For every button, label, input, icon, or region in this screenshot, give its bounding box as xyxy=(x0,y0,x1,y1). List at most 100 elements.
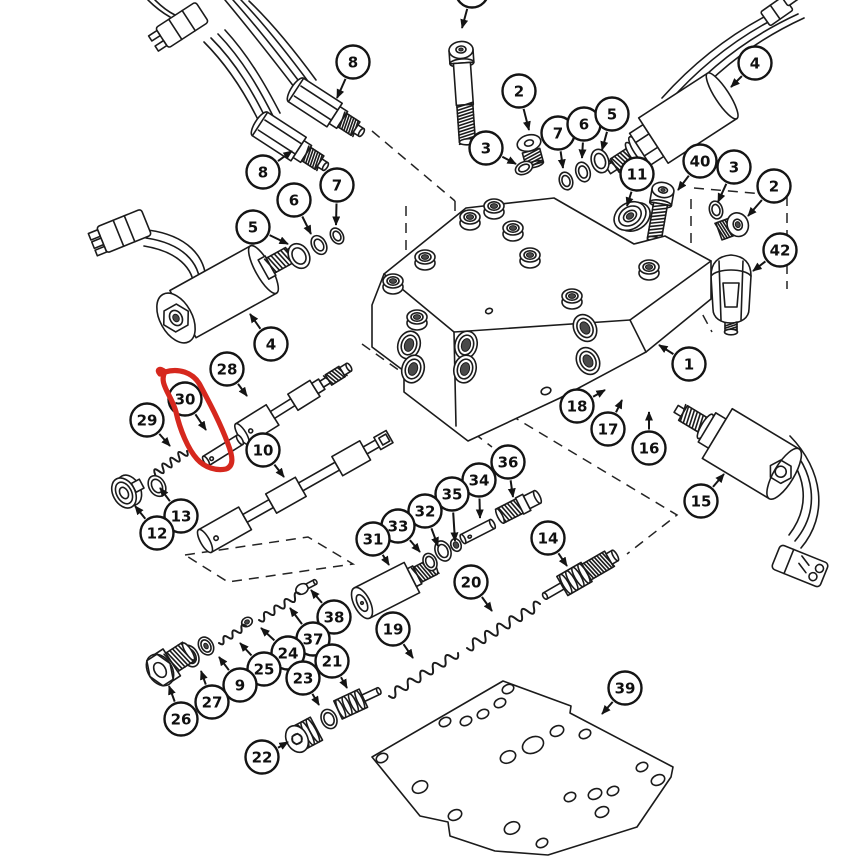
leader-arrow xyxy=(658,344,674,355)
solenoid-4-left xyxy=(156,243,303,344)
callout-16: 16 xyxy=(631,411,667,466)
callout-circle xyxy=(490,444,526,480)
callout-number: 22 xyxy=(252,748,273,766)
callout-number: 14 xyxy=(538,529,559,547)
plate-hole xyxy=(499,749,517,765)
callout-circle xyxy=(139,515,175,551)
leader-arrow xyxy=(239,642,253,657)
callout-number: 5 xyxy=(607,105,617,123)
callout-number: 19 xyxy=(383,620,404,638)
callout-circle xyxy=(285,660,321,696)
callout-9: 9 xyxy=(218,656,258,703)
callout-number: 34 xyxy=(469,471,490,489)
callout-number: 5 xyxy=(248,218,258,236)
callout-circle xyxy=(319,167,355,203)
leader-arrow xyxy=(168,685,176,702)
o-ring-3a xyxy=(514,160,534,176)
callout-number: 29 xyxy=(137,411,158,429)
callout-circle xyxy=(682,143,718,179)
leader-arrow xyxy=(269,234,289,245)
callout-7: 7 xyxy=(540,115,576,169)
callout-number: 23 xyxy=(293,669,314,687)
callout-42: 42 xyxy=(752,232,798,272)
callout-number: 31 xyxy=(363,530,384,548)
callout-number: 12 xyxy=(147,524,168,542)
leader-arrow xyxy=(592,389,606,398)
callout-number: 2 xyxy=(514,82,524,100)
valve-body-boss xyxy=(483,198,505,220)
callout-circle xyxy=(716,149,752,185)
valve-body-boss xyxy=(561,288,583,310)
callout-number: 32 xyxy=(415,502,436,520)
callout-number: 20 xyxy=(461,573,482,591)
o-ring-6b xyxy=(310,234,328,256)
solenoid-15 xyxy=(673,403,803,500)
leader-arrow xyxy=(277,150,293,162)
callout-6: 6 xyxy=(566,106,602,159)
callout-circle xyxy=(453,564,489,600)
o-ring-7a xyxy=(558,171,574,191)
callout-circle xyxy=(456,0,488,9)
callout-number: 36 xyxy=(498,453,519,471)
callout-circle xyxy=(756,168,792,204)
leader-arrow xyxy=(747,199,763,217)
callout-10: 10 xyxy=(245,432,285,478)
leader-arrow xyxy=(409,539,421,553)
callout-circle xyxy=(335,44,371,80)
leader-arrow xyxy=(507,480,516,498)
valve-21 xyxy=(332,686,382,720)
callout-circle xyxy=(530,520,566,556)
callout-8: 8 xyxy=(245,150,293,190)
spring-19 xyxy=(388,652,460,699)
leader-arrow xyxy=(310,589,323,604)
leader-arrow xyxy=(501,155,517,165)
o-ring-3b xyxy=(708,200,724,220)
callout-number: 3 xyxy=(729,158,739,176)
plate-hole xyxy=(578,728,592,740)
callout-circle xyxy=(375,611,411,647)
callout-5: 5 xyxy=(235,209,289,245)
callout-number: 10 xyxy=(253,441,274,459)
plate-hole xyxy=(563,791,577,803)
callout-circle xyxy=(434,476,470,512)
leader-arrow xyxy=(460,8,469,29)
leader-arrow xyxy=(200,670,208,685)
spring-25 xyxy=(218,623,247,646)
callout-number: 37 xyxy=(303,630,324,648)
leader-arrow xyxy=(311,693,320,706)
callout-5: 5 xyxy=(594,96,630,151)
leader-arrow xyxy=(218,656,230,671)
callout-circle xyxy=(355,521,391,557)
leader-arrow xyxy=(336,78,347,99)
plate-hole xyxy=(501,683,515,695)
valve-body-boss xyxy=(382,273,404,295)
callout-circle xyxy=(590,411,626,447)
callout-number: 39 xyxy=(615,679,636,697)
callout-29: 29 xyxy=(129,402,171,447)
leader-arrow xyxy=(260,627,276,642)
gasket-plate-39 xyxy=(371,680,674,856)
callout-number: 42 xyxy=(770,241,791,259)
plate-hole xyxy=(493,697,507,709)
callout-circle xyxy=(631,430,667,466)
valve-body-port xyxy=(575,346,601,376)
leader-arrow xyxy=(339,676,348,689)
valve-body-port xyxy=(400,354,426,384)
pin-30 xyxy=(201,434,245,467)
red-highlight-part-30 xyxy=(155,366,235,473)
leader-arrow xyxy=(752,260,767,272)
leader-arrow xyxy=(730,75,743,88)
spool-10 xyxy=(196,429,394,554)
leader-arrow xyxy=(578,142,587,159)
valve-body-boss xyxy=(502,220,524,242)
valve-body-boss xyxy=(459,209,481,231)
valve-body-port xyxy=(452,354,478,384)
callout-circle xyxy=(276,182,312,218)
leader-arrow xyxy=(557,552,568,567)
plug-22 xyxy=(284,716,324,754)
callout-circle xyxy=(314,643,350,679)
callout-number: 16 xyxy=(639,439,660,457)
callout-circle xyxy=(129,402,165,438)
valve-14 xyxy=(541,549,620,600)
o-ring-33 xyxy=(422,552,438,572)
